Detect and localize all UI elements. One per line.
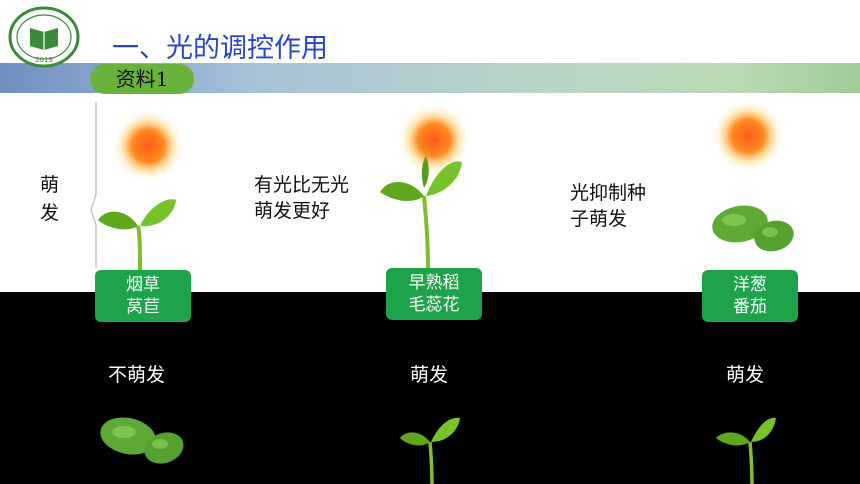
school-logo: 2019 [8, 6, 80, 68]
plant-label-1-line1: 烟草 [126, 275, 160, 295]
plant-label-1-line2: 莴苣 [126, 297, 160, 317]
sprout-icon [380, 156, 462, 270]
seeds-icon [100, 417, 184, 464]
note-3-line1: 光抑制种 [570, 182, 647, 204]
sun-icon [398, 104, 470, 176]
plant-label-2-line1: 早熟稻 [408, 273, 460, 293]
logo-year: 2019 [35, 56, 53, 64]
dark-result-3: 萌发 [726, 364, 765, 386]
sun-icon [112, 110, 184, 182]
plant-label-3: 洋葱 番茄 [702, 270, 798, 322]
bracket-line [90, 102, 97, 268]
seeds-icon [712, 205, 794, 252]
sun-icon [712, 100, 784, 172]
plant-label-3-line2: 番茄 [733, 297, 767, 317]
sprout-icon [400, 417, 460, 484]
note-3-line2: 子萌发 [570, 208, 628, 230]
plant-label-2: 早熟稻 毛蕊花 [386, 268, 482, 320]
dark-result-2: 萌发 [410, 364, 449, 386]
plant-label-3-line1: 洋葱 [733, 275, 767, 295]
side-label-2: 发 [40, 202, 60, 224]
sprout-icon [716, 417, 776, 484]
note-2-line1: 有光比无光 [254, 174, 350, 196]
sprout-icon [98, 199, 176, 270]
material-tag: 资料1 [90, 64, 194, 94]
plant-label-2-line2: 毛蕊花 [408, 295, 460, 315]
dark-result-1: 不萌发 [108, 364, 166, 386]
note-2-line2: 萌发更好 [254, 200, 331, 222]
side-label-1: 萌 [40, 174, 60, 196]
plant-label-1: 烟草 莴苣 [95, 270, 191, 322]
page-title: 一、光的调控作用 [112, 33, 328, 64]
